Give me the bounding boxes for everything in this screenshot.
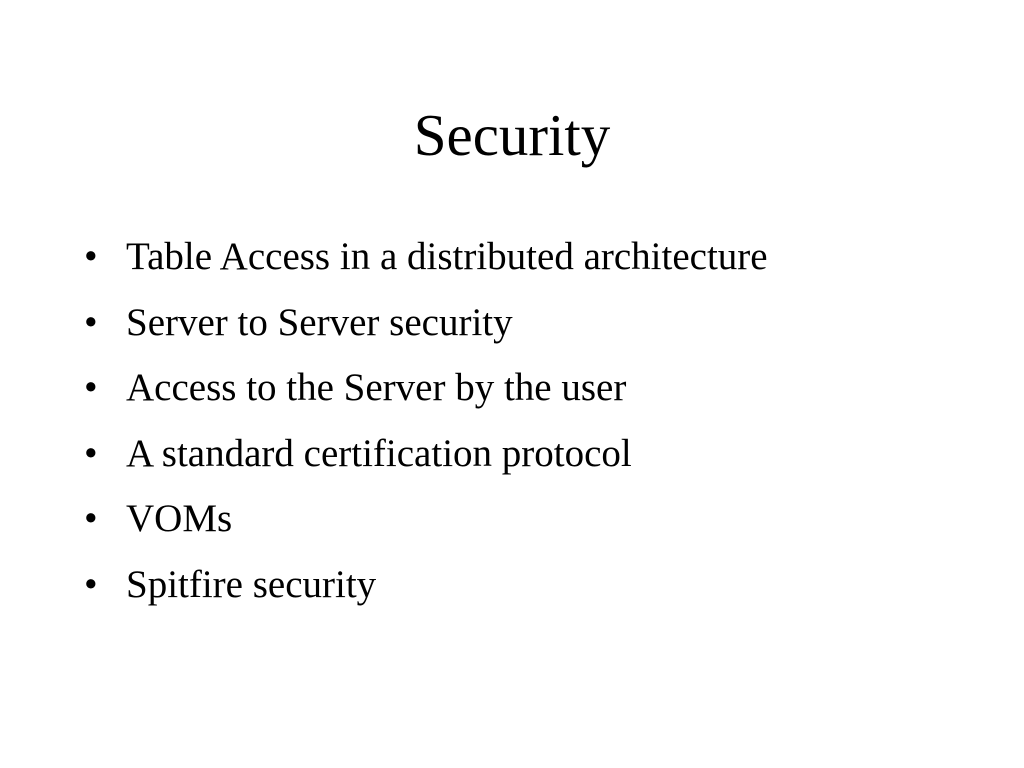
bullet-list: • Table Access in a distributed architec… [84, 226, 984, 619]
bullet-text: Table Access in a distributed architectu… [126, 235, 768, 278]
bullet-item: • A standard certification protocol [84, 423, 984, 489]
bullet-icon: • [84, 562, 98, 606]
bullet-item: • Server to Server security [84, 292, 984, 358]
bullet-icon: • [84, 431, 98, 475]
bullet-item: • Table Access in a distributed architec… [84, 226, 984, 292]
slide-title: Security [413, 102, 611, 168]
bullet-text: Access to the Server by the user [126, 366, 627, 409]
bullet-item: • Access to the Server by the user [84, 357, 984, 423]
bullet-text: Spitfire security [126, 562, 377, 606]
bullet-item: • Spitfire security [84, 554, 984, 620]
bullet-text: Server to Server security [126, 300, 513, 344]
bullet-item: • VOMs [84, 488, 984, 554]
bullet-icon: • [84, 235, 98, 278]
bullet-icon: • [84, 497, 98, 540]
bullet-text: VOMs [126, 497, 233, 540]
bullet-icon: • [84, 366, 98, 409]
bullet-text: A standard certification protocol [126, 431, 632, 475]
bullet-icon: • [84, 300, 98, 344]
